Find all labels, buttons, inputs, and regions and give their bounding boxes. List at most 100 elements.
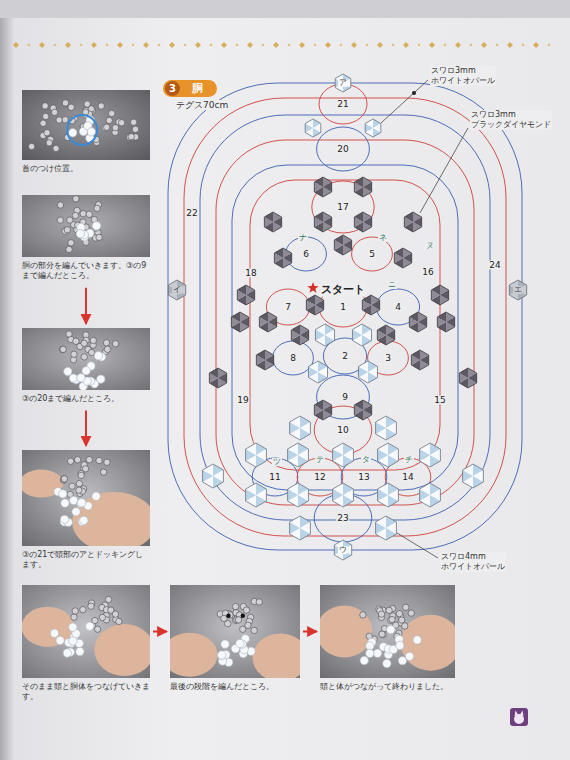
photo-part (71, 614, 77, 620)
photo-part (399, 617, 405, 623)
photo-part (72, 492, 150, 546)
photo-part (42, 113, 48, 119)
black-diamond-bead (314, 177, 331, 197)
black-diamond-bead (274, 248, 291, 268)
drawing-part (210, 44, 213, 47)
white-opal-bead (315, 324, 334, 346)
photo-panel: 頭と体がつながって終わりました。 (320, 585, 455, 692)
photo-part (90, 337, 96, 343)
drawing-part (377, 325, 394, 345)
white-opal-bead (378, 483, 399, 507)
drawing-part (386, 422, 396, 434)
drawing-part (168, 280, 185, 300)
drawing-part (221, 42, 227, 48)
thread-letter: タ (361, 456, 371, 464)
drawing-part (351, 42, 357, 48)
drawing-part (300, 422, 310, 434)
drawing-part (340, 44, 343, 47)
drawing-part (463, 464, 484, 488)
photo-part (62, 117, 68, 123)
drawing-part (386, 330, 395, 340)
black-diamond-bead (314, 212, 331, 232)
drawing-part (288, 443, 298, 455)
photo-part (130, 119, 136, 125)
bead-letter: イ (172, 286, 182, 294)
drawing-part (354, 400, 371, 420)
photo-part (46, 140, 52, 146)
drawing-part (65, 42, 71, 48)
photo-part (118, 120, 124, 126)
drawing-part (333, 443, 343, 455)
photo-part (66, 331, 72, 337)
drawing-part (376, 416, 397, 440)
thread-letter: ヌ (425, 242, 435, 250)
black-diamond-bead (394, 248, 411, 268)
drawing-part (256, 350, 265, 360)
photo-part (59, 490, 67, 498)
photo-part (76, 487, 82, 493)
drawing-part (362, 295, 371, 305)
drawing-part (325, 330, 335, 341)
drawing-part (246, 483, 256, 495)
drawing-part (413, 217, 422, 227)
step-arrow (303, 631, 317, 633)
black-diamond-bead (409, 312, 426, 332)
callout-number: 24 (488, 261, 501, 270)
photo-part (56, 117, 62, 123)
step-arrow (153, 631, 167, 633)
drawing-part (378, 443, 388, 455)
drawing-part (169, 42, 175, 48)
drawing-part (259, 312, 276, 332)
photo-part (396, 610, 402, 616)
drawing-part (388, 489, 398, 501)
photo-part (379, 631, 385, 637)
photo-image (170, 585, 300, 678)
photo-part (103, 124, 109, 130)
drawing-part (333, 483, 354, 507)
drawing-part (28, 44, 31, 47)
thread-letter: ナ (298, 234, 308, 242)
white-opal-bead (203, 464, 224, 488)
drawing-part (431, 285, 448, 305)
photo-part (366, 649, 374, 657)
drawing-part (106, 44, 109, 47)
black-diamond-bead (377, 325, 394, 345)
photo-part (76, 647, 84, 655)
drawing-part (403, 253, 412, 263)
drawing-part (377, 325, 386, 335)
photo-part (61, 476, 67, 482)
drawing-part (522, 44, 525, 47)
photo-panel: 最後の段階を編んだところ。 (170, 585, 300, 692)
photo-part (88, 349, 94, 355)
photo-part (74, 457, 80, 463)
photo-part (387, 625, 395, 633)
material-note: スワロ3mm ブラックダイヤモンド (470, 110, 552, 130)
drawing-part (507, 42, 513, 48)
drawing-part (381, 80, 428, 123)
drawing-part (333, 483, 343, 495)
photo-part (77, 498, 85, 506)
drawing-part (298, 489, 308, 501)
drawing-part (366, 44, 369, 47)
drawing-part (291, 325, 300, 335)
photo-part (401, 615, 455, 671)
black-diamond-bead (259, 312, 276, 332)
photo-part (128, 133, 134, 139)
callout-number: 2 (341, 352, 349, 361)
photo-caption: 胴の部分を編んでいきます。③の9まで編んだところ。 (22, 261, 150, 282)
drawing-part (132, 44, 135, 47)
black-diamond-bead (256, 350, 273, 370)
drawing-part (231, 312, 240, 322)
photo-part (86, 622, 94, 630)
black-diamond-bead (264, 212, 281, 232)
bead-letter: ウ (338, 546, 348, 554)
drawing-part (240, 317, 249, 327)
photo-part (398, 656, 406, 664)
photo-part (73, 338, 79, 344)
drawing-part (273, 341, 314, 375)
drawing-part (343, 489, 353, 501)
photo-part (112, 611, 118, 617)
drawing-part (392, 44, 395, 47)
photo-part (245, 622, 251, 628)
photo-part (42, 103, 48, 109)
